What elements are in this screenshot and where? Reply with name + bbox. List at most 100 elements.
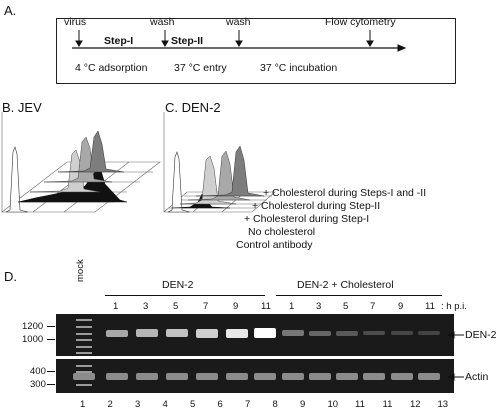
timepoint-label: 9 <box>233 301 239 312</box>
marker-400: 400 <box>30 366 46 377</box>
histogram-den2 <box>163 112 276 213</box>
actin-band <box>309 373 331 380</box>
ladder-band <box>76 352 92 354</box>
timepoint-label: 7 <box>203 301 209 312</box>
lane-number: 11 <box>382 399 393 410</box>
den2-band <box>106 329 128 337</box>
series-step2: + Cholesterol during Step-II <box>252 200 381 212</box>
actin-band <box>196 373 218 380</box>
timeline-svg <box>72 30 407 52</box>
den2-band <box>226 328 248 338</box>
actin-band <box>106 373 128 380</box>
actin-band <box>136 373 158 380</box>
ladder-band <box>76 339 92 341</box>
arrow-den2 <box>446 331 455 339</box>
den2-band <box>196 328 218 338</box>
peak-jev-step12 <box>57 130 125 173</box>
ladder-band <box>76 326 92 328</box>
series-step1: + Cholesterol during Step-I <box>244 213 370 225</box>
lane-number: 5 <box>190 399 196 410</box>
histogram-jev <box>1 112 161 213</box>
peak-den2-step2 <box>187 150 251 201</box>
tick-1200 <box>47 326 55 327</box>
series-step12: + Cholesterol during Steps-I and -II <box>263 187 427 199</box>
timepoint-label: 5 <box>173 301 179 312</box>
den2-band <box>136 329 158 337</box>
panel-a-letter: A. <box>4 3 17 18</box>
lane-number: 1 <box>80 399 86 410</box>
marker-300: 300 <box>30 379 46 390</box>
lane-number: 10 <box>327 399 339 410</box>
timepoint-label: 3 <box>143 301 149 312</box>
den2-band <box>254 328 276 338</box>
actin-band <box>226 373 248 380</box>
marker-1200: 1200 <box>22 321 44 332</box>
mock-label: mock <box>75 259 86 282</box>
label-flow-cytometry: Flow cytometry <box>325 16 396 28</box>
lane-number: 11 <box>355 399 365 410</box>
actin-band <box>363 373 385 380</box>
lane-number: 8 <box>272 399 278 410</box>
panel-a-frame <box>56 18 456 84</box>
tick-1000 <box>47 339 55 340</box>
panel-c-virus: DEN-2 <box>181 100 221 115</box>
den2-band <box>391 331 413 335</box>
den2-band <box>166 329 188 337</box>
group2-label: DEN-2 + Cholesterol <box>297 279 394 291</box>
actin-band <box>418 373 440 380</box>
peak-den2-step1 <box>179 155 237 205</box>
timepoint-label: 11 <box>261 301 271 312</box>
marker-1000: 1000 <box>22 334 44 345</box>
peak-jev-control <box>5 146 29 213</box>
ladder-band <box>76 319 92 321</box>
tick-300 <box>47 384 55 385</box>
group2-bracket <box>276 295 442 296</box>
timepoint-label: 3 <box>316 301 322 312</box>
arrow-actin <box>446 373 455 381</box>
band-label-den2: DEN-2 <box>465 329 497 341</box>
band-arrows <box>446 331 464 381</box>
panel-d-letter: D. <box>4 269 17 284</box>
group1-bracket <box>105 295 265 296</box>
panel-c-letter: C. <box>165 100 178 115</box>
ladder-band <box>76 333 92 335</box>
lane-number: 13 <box>437 399 449 410</box>
condition-entry: 37 °C entry <box>174 62 227 74</box>
den2-band <box>282 330 304 336</box>
actin-band <box>254 373 276 380</box>
group1-label: DEN-2 <box>162 279 194 291</box>
timepoint-label: 1 <box>113 301 119 312</box>
lane-number: 3 <box>135 399 141 410</box>
lane-number: 9 <box>300 399 306 410</box>
actin-band <box>166 373 188 380</box>
step-ii-label: Step-II <box>171 35 204 47</box>
den2-band <box>363 331 385 335</box>
den2-band <box>336 330 358 336</box>
peak-den2-control <box>167 151 191 213</box>
panel-b-virus: JEV <box>17 100 42 115</box>
timeline-arrowhead <box>397 44 407 52</box>
timepoint-label: 7 <box>370 301 376 312</box>
ladder-band <box>76 384 92 386</box>
ladder-band <box>76 365 92 367</box>
timepoint-label: 1 <box>289 301 295 312</box>
peak-jev-step2 <box>43 136 113 183</box>
ladder-band <box>76 371 92 373</box>
lane-number: 12 <box>410 399 421 410</box>
panel-c-title: C. DEN-2 <box>165 101 221 114</box>
panel-b-letter: B. <box>2 100 15 115</box>
series-no-chol: No cholesterol <box>248 226 316 238</box>
condition-incubation: 37 °C incubation <box>260 62 338 74</box>
actin-band <box>336 373 358 380</box>
lane-number: 6 <box>217 399 223 410</box>
den2-band <box>418 331 440 335</box>
den2-band <box>309 330 331 336</box>
panel-b-title: B. JEV <box>2 101 42 114</box>
lane-number: 4 <box>162 399 168 410</box>
actin-band <box>73 373 95 380</box>
timepoint-label: 5 <box>343 301 349 312</box>
hpi-label: : h p.i. <box>441 301 467 312</box>
band-label-actin: Actin <box>465 371 489 383</box>
timepoint-label: 11 <box>425 301 435 312</box>
lane-number: 7 <box>245 399 251 410</box>
